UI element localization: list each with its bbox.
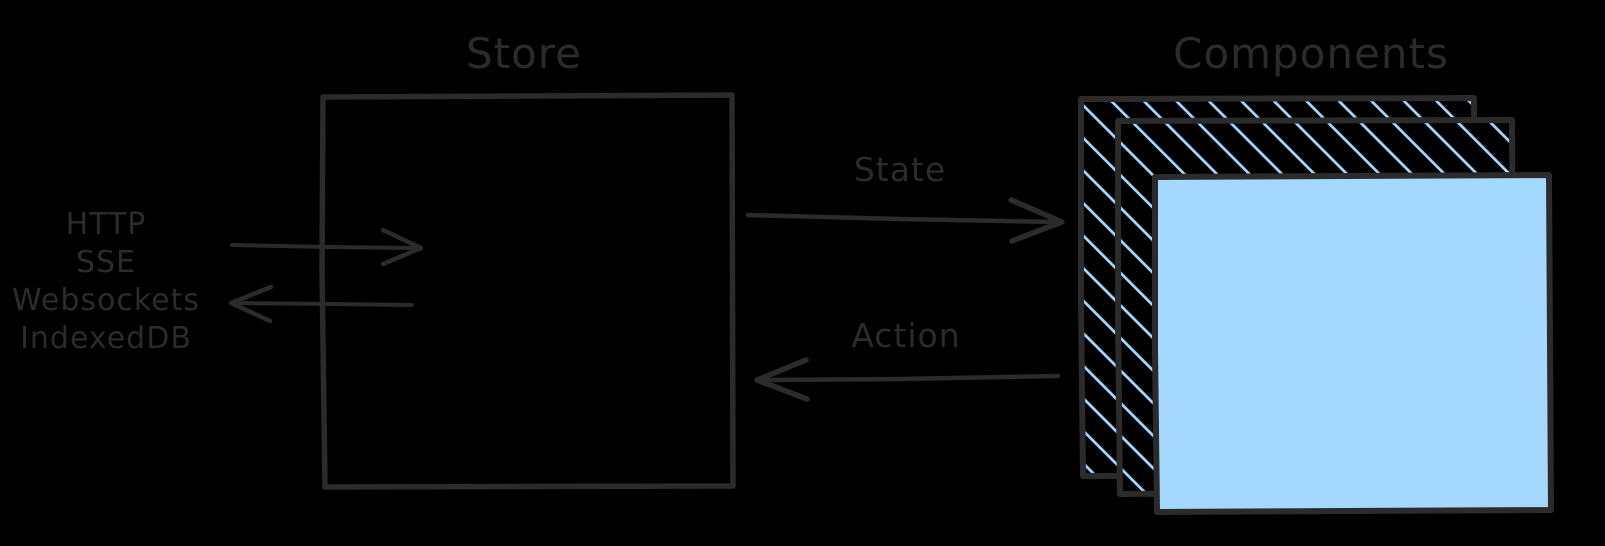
inbound-io-arrow[interactable] — [230, 227, 424, 267]
outbound-arrow-head — [228, 284, 274, 324]
state-arrow[interactable] — [745, 197, 1065, 244]
protocol-label-sse: SSE — [76, 245, 136, 280]
inbound-arrow-head — [380, 227, 424, 267]
components-front-layer[interactable] — [1152, 172, 1554, 515]
action-arrow-head — [754, 357, 810, 402]
state-arrow-line — [745, 212, 1061, 225]
components-front-outline — [1152, 172, 1554, 515]
state-edge-label: State — [854, 150, 946, 189]
store-box-outline — [319, 92, 736, 490]
store-title: Store — [466, 29, 582, 78]
store-box[interactable] — [319, 92, 736, 490]
protocol-label-websockets: Websockets — [12, 283, 200, 318]
action-edge-label: Action — [851, 316, 960, 355]
action-arrow[interactable] — [754, 357, 1061, 402]
components-title: Components — [1173, 29, 1449, 78]
protocol-label-http: HTTP — [66, 207, 147, 242]
state-arrow-head — [1008, 197, 1065, 244]
outbound-io-arrow[interactable] — [228, 284, 414, 324]
outbound-arrow-line — [232, 301, 414, 307]
protocol-label-indexeddb: IndexedDB — [20, 321, 192, 356]
action-arrow-line — [757, 373, 1061, 383]
inbound-arrow-line — [230, 243, 422, 250]
components-front-fill — [1155, 175, 1551, 512]
